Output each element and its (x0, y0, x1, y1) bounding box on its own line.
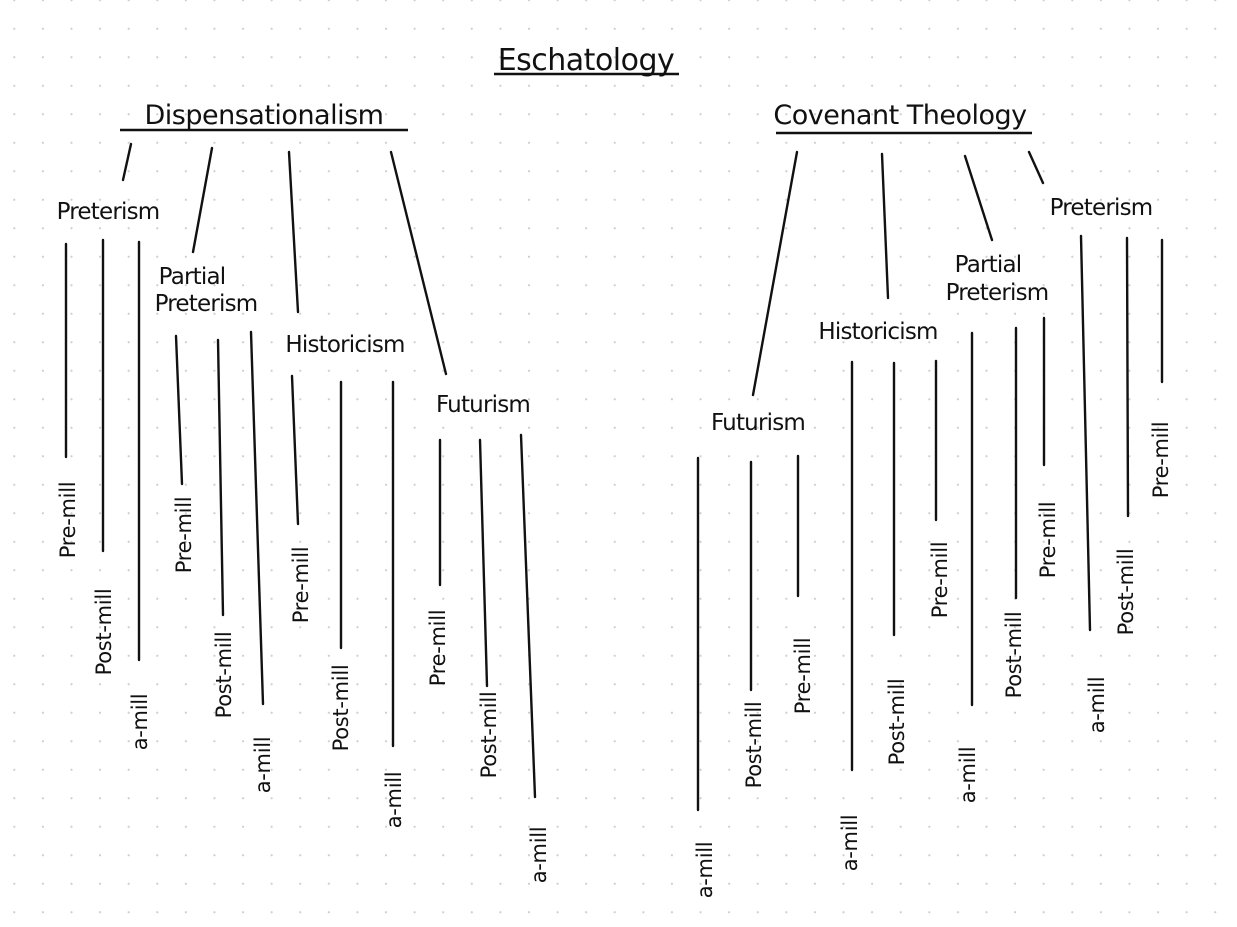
view-label: Historicism (285, 332, 404, 358)
leaf-a-mill: a-mill (382, 380, 406, 829)
branch-connector-line (880, 152, 890, 300)
leaf-pre-mill: Pre-mill (56, 242, 80, 559)
leaf-pre-mill: Pre-mill (928, 359, 952, 619)
view-label: Preterism (155, 291, 258, 317)
millennial-view-label: Post-mill (1114, 549, 1138, 636)
leaf-a-mill: a-mill (1079, 234, 1109, 734)
branch-connector-line (121, 142, 133, 182)
leaf-a-mill: a-mill (128, 240, 152, 751)
millennial-view-label: a-mill (1085, 677, 1109, 734)
leaf-a-mill: a-mill (519, 433, 551, 884)
view-label: Futurism (711, 410, 805, 436)
system-dispensationalism: DispensationalismPreterismPre-millPost-m… (56, 100, 551, 883)
leaf-connector-line (1125, 236, 1130, 518)
leaf-connector-line (1079, 234, 1092, 632)
view-branch-preterism: Preterism a-mill Post-mill Pre-mill (1027, 150, 1173, 734)
millennial-view-label: a-mill (838, 815, 862, 872)
view-label: Partial (159, 264, 226, 290)
leaf-connector-line (290, 374, 300, 526)
leaf-a-mill: a-mill (838, 360, 862, 872)
millennial-view-label: a-mill (693, 842, 717, 899)
view-label: Partial (955, 252, 1022, 278)
leaf-post-mill: Post-mill (1002, 326, 1026, 699)
system-heading: Dispensationalism (145, 100, 384, 131)
millennial-view-label: Pre-mill (928, 542, 952, 619)
system-heading: Covenant Theology (773, 100, 1027, 131)
millennial-view-label: Pre-mill (791, 638, 815, 715)
view-label: Historicism (818, 319, 937, 345)
millennial-view-label: Post-mill (885, 679, 909, 766)
diagram-title-group: Eschatology (494, 43, 679, 78)
leaf-connector-line (174, 334, 184, 486)
millennial-view-label: Post-mill (212, 632, 236, 719)
leaf-post-mill: Post-mill (885, 361, 909, 766)
millennial-view-label: a-mill (382, 772, 406, 829)
view-label: Preterism (1050, 195, 1153, 221)
leaf-post-mill: Post-mill (92, 238, 116, 676)
millennial-view-label: Post-mill (92, 589, 116, 676)
leaf-connector-line (519, 433, 537, 799)
branch-connector-line (287, 150, 300, 314)
view-branch-historicism: Historicism a-mill Post-mill Pre-mill (818, 152, 952, 872)
millennial-view-label: Pre-mill (172, 497, 196, 574)
leaf-post-mill: Post-mill (212, 338, 236, 719)
millennial-view-label: Pre-mill (1036, 502, 1060, 579)
leaf-connector-line (249, 330, 265, 706)
millennial-view-label: Pre-mill (1149, 422, 1173, 499)
millennial-view-label: Pre-mill (56, 482, 80, 559)
branch-connector-line (1027, 150, 1045, 185)
branch-connector-line (751, 150, 799, 397)
leaf-connector-line (478, 438, 489, 688)
leaf-pre-mill: Pre-mill (1036, 316, 1060, 579)
millennial-view-label: a-mill (527, 827, 551, 884)
leaf-pre-mill: Pre-mill (1149, 238, 1173, 499)
millennial-view-label: Post-mill (329, 665, 353, 752)
leaf-post-mill: Post-mill (1114, 236, 1138, 636)
leaf-a-mill: a-mill (693, 456, 717, 899)
leaf-a-mill: a-mill (956, 331, 980, 804)
view-label: Preterism (57, 199, 160, 225)
millennial-view-label: Post-mill (477, 692, 501, 779)
millennial-view-label: Post-mill (1002, 612, 1026, 699)
millennial-view-label: Pre-mill (289, 547, 313, 624)
leaf-post-mill: Post-mill (329, 380, 353, 752)
leaf-a-mill: a-mill (249, 330, 275, 794)
leaf-pre-mill: Pre-mill (426, 438, 450, 687)
view-label: Preterism (946, 280, 1049, 306)
leaf-connector-line (216, 338, 225, 617)
view-branch-futurism: Futurism a-mill Post-mill Pre-mill (693, 150, 815, 899)
leaf-pre-mill: Pre-mill (791, 454, 815, 715)
systems-layer: DispensationalismPreterismPre-millPost-m… (56, 100, 1173, 898)
branch-connector-line (191, 146, 214, 254)
millennial-view-label: a-mill (128, 694, 152, 751)
view-label: Futurism (436, 392, 530, 418)
millennial-view-label: a-mill (956, 747, 980, 804)
millennial-view-label: Pre-mill (426, 610, 450, 687)
leaf-pre-mill: Pre-mill (172, 334, 196, 574)
branch-connector-line (963, 154, 994, 242)
millennial-view-label: a-mill (251, 737, 275, 794)
branch-connector-line (389, 150, 448, 376)
millennial-view-label: Post-mill (742, 702, 766, 789)
leaf-post-mill: Post-mill (477, 438, 501, 779)
leaf-post-mill: Post-mill (742, 460, 766, 789)
diagram-title: Eschatology (498, 43, 675, 78)
leaf-pre-mill: Pre-mill (289, 374, 313, 624)
